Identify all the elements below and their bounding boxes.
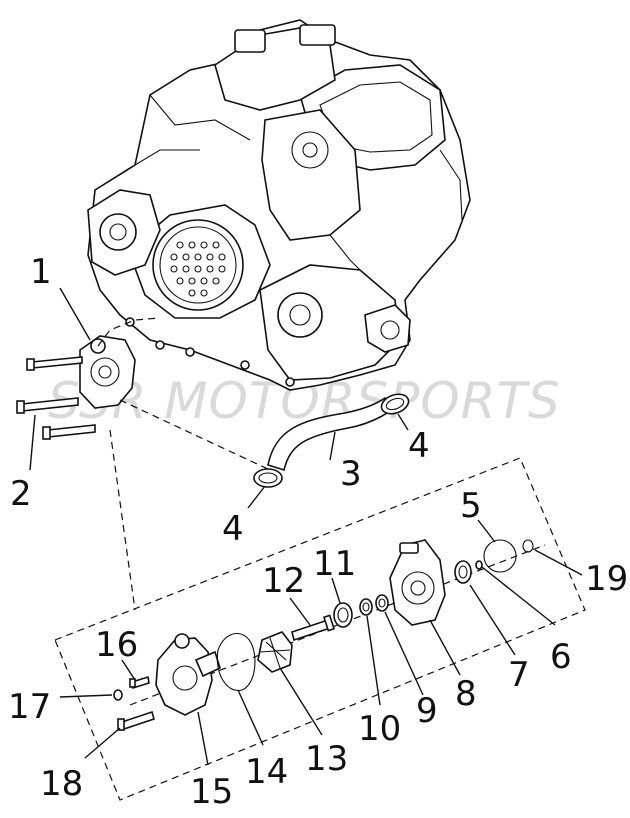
callout-4-upper: 4 bbox=[408, 426, 430, 466]
impeller-part-13 bbox=[257, 631, 293, 673]
callout-9: 9 bbox=[416, 691, 438, 731]
bolt-part-18 bbox=[117, 710, 155, 731]
callout-10: 10 bbox=[358, 709, 401, 749]
callout-12: 12 bbox=[262, 561, 305, 601]
fastener-part-16 bbox=[129, 675, 150, 690]
hose-clamp-part-4-upper bbox=[380, 393, 410, 415]
callout-8: 8 bbox=[455, 674, 477, 714]
callout-15: 15 bbox=[190, 772, 233, 812]
callout-5: 5 bbox=[460, 486, 482, 526]
shaft-part-12 bbox=[291, 614, 336, 642]
hose-clamp-part-4-lower bbox=[253, 468, 283, 488]
o-ring-part-5 bbox=[483, 539, 517, 573]
washer-part-9 bbox=[375, 594, 389, 612]
callout-19: 19 bbox=[585, 559, 628, 599]
callout-numbers: 1 2 3 4 4 5 6 7 8 9 10 11 12 13 14 15 16… bbox=[8, 252, 628, 812]
callout-13: 13 bbox=[305, 739, 348, 779]
ring-part-6 bbox=[475, 560, 483, 570]
bolts-part-2 bbox=[16, 356, 96, 440]
gasket-part-14 bbox=[216, 633, 256, 692]
callout-4-lower: 4 bbox=[222, 509, 244, 549]
callout-16: 16 bbox=[95, 625, 138, 665]
engine-assembly bbox=[87, 19, 471, 391]
mechanical-seal-part-11 bbox=[333, 602, 353, 628]
callout-14: 14 bbox=[245, 752, 288, 792]
callout-3: 3 bbox=[340, 454, 362, 494]
callout-6: 6 bbox=[550, 637, 572, 677]
bearing-part-7 bbox=[454, 560, 472, 584]
callout-18: 18 bbox=[40, 764, 83, 804]
callout-11: 11 bbox=[313, 544, 356, 584]
leader-lines bbox=[29, 287, 583, 766]
pump-cover-part-15 bbox=[155, 633, 221, 716]
fan-grille bbox=[170, 241, 226, 297]
pump-body-part-8 bbox=[389, 539, 446, 626]
callout-2: 2 bbox=[10, 474, 32, 514]
callout-17: 17 bbox=[8, 687, 51, 727]
callout-7: 7 bbox=[508, 655, 530, 695]
washer-part-10 bbox=[359, 598, 373, 616]
washer-part-17 bbox=[113, 689, 123, 701]
callout-1: 1 bbox=[30, 252, 52, 292]
washer-part-19 bbox=[522, 539, 534, 553]
